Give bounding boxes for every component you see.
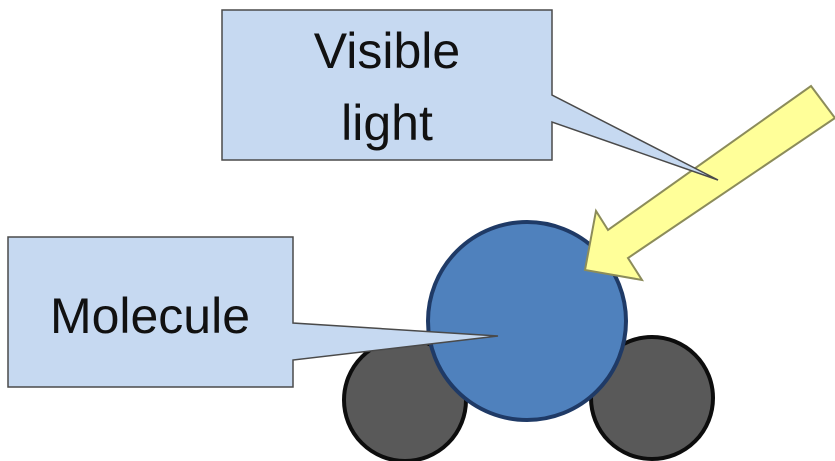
visible-light-label-line1: Visible xyxy=(314,23,460,79)
visible-light-label-line2: light xyxy=(341,95,433,151)
molecule-callout xyxy=(7,236,499,388)
center-atom xyxy=(426,220,628,422)
visible-light-callout xyxy=(221,9,719,181)
light-arrow-icon xyxy=(583,84,835,282)
molecule-label: Molecule xyxy=(50,288,250,344)
